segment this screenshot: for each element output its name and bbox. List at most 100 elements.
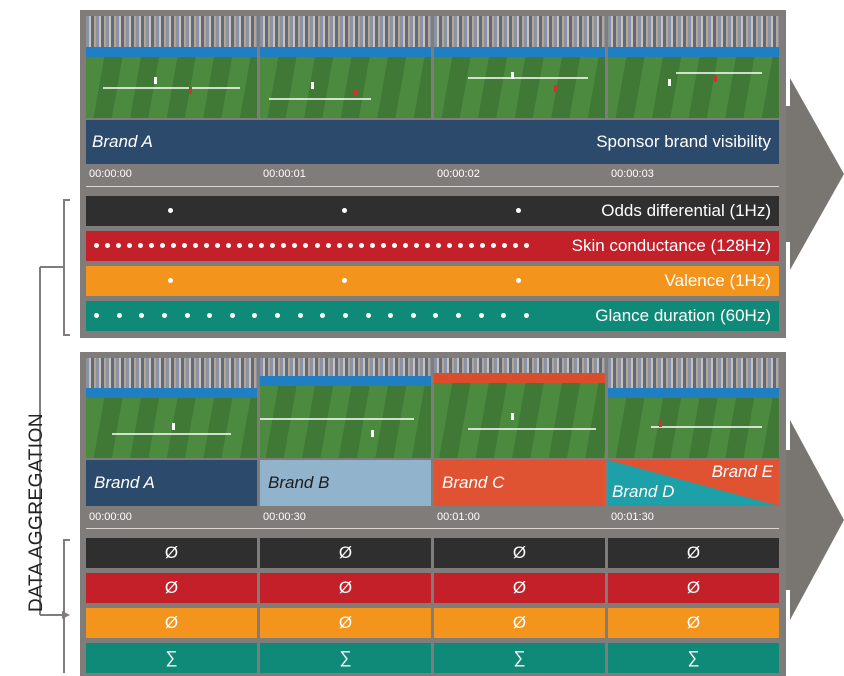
bottom-timestamp: 00:01:30 bbox=[611, 511, 654, 523]
sample-dot bbox=[402, 243, 408, 248]
sample-dot bbox=[160, 243, 166, 248]
bottom-timestamp: 00:00:00 bbox=[89, 511, 132, 523]
sample-dot bbox=[365, 313, 371, 318]
top-panel: Brand A Sponsor brand visibility 00:00:0… bbox=[80, 10, 786, 338]
bottom-timestamp: 00:01:00 bbox=[437, 511, 480, 523]
sample-dot bbox=[193, 243, 199, 248]
sample-dot bbox=[457, 243, 463, 248]
glance-duration-label: Glance duration (60Hz) bbox=[595, 306, 771, 325]
top-timeline-axis bbox=[86, 180, 779, 187]
sample-dot bbox=[237, 243, 243, 248]
video-frame-7 bbox=[434, 358, 605, 458]
sample-dot bbox=[358, 243, 364, 248]
sample-dot bbox=[501, 243, 507, 248]
sample-dot bbox=[207, 313, 213, 318]
aggregate-cell: Ø bbox=[86, 538, 257, 568]
sample-dot bbox=[184, 313, 190, 318]
valence-label: Valence (1Hz) bbox=[664, 271, 771, 290]
aggregate-cell: Ø bbox=[260, 573, 431, 603]
sample-dot bbox=[161, 313, 167, 318]
sample-dot bbox=[314, 243, 320, 248]
bottom-timeline-axis bbox=[86, 522, 779, 529]
sample-dot bbox=[297, 313, 303, 318]
sample-dot bbox=[94, 313, 99, 318]
top-timestamp: 00:00:02 bbox=[437, 168, 480, 180]
sample-dot bbox=[248, 243, 254, 248]
sample-dot bbox=[524, 243, 529, 248]
valence-bar: Valence (1Hz) bbox=[86, 266, 779, 296]
sample-dot bbox=[94, 243, 99, 248]
brand-b-label: Brand B bbox=[268, 473, 330, 492]
sample-dot bbox=[516, 278, 521, 283]
sample-dot bbox=[215, 243, 221, 248]
sample-dot bbox=[275, 313, 281, 318]
sample-dot bbox=[320, 313, 326, 318]
sample-dot bbox=[229, 313, 235, 318]
sample-dot bbox=[479, 243, 485, 248]
side-label: DATA AGGREGATION bbox=[26, 412, 47, 612]
top-brand-label: Brand A bbox=[92, 132, 153, 151]
sample-dot bbox=[204, 243, 210, 248]
sample-dot bbox=[105, 243, 111, 248]
aggregate-cell: Ø bbox=[434, 573, 605, 603]
valence-dots bbox=[86, 266, 779, 296]
skin-dots bbox=[86, 231, 779, 261]
glance-duration-bar: Glance duration (60Hz) bbox=[86, 301, 779, 331]
odds-differential-label: Odds differential (1Hz) bbox=[601, 201, 771, 220]
sample-dot bbox=[168, 208, 173, 213]
sample-dot bbox=[424, 243, 430, 248]
sample-dot bbox=[182, 243, 188, 248]
aggregate-cell: Ø bbox=[608, 608, 779, 638]
sample-dot bbox=[342, 313, 348, 318]
aggregate-cell: Ø bbox=[86, 573, 257, 603]
aggregate-cell: Ø bbox=[434, 538, 605, 568]
skin-conductance-label: Skin conductance (128Hz) bbox=[571, 236, 771, 255]
sample-dot bbox=[446, 243, 452, 248]
brand-a-segment: Brand A bbox=[86, 460, 257, 506]
sample-dot bbox=[138, 243, 144, 248]
sample-dot bbox=[380, 243, 386, 248]
sample-dot bbox=[270, 243, 276, 248]
glance-dots bbox=[86, 301, 779, 331]
video-frame-3 bbox=[434, 16, 605, 118]
sample-dot bbox=[413, 243, 419, 248]
brand-d-label: Brand D bbox=[612, 482, 675, 501]
bottom-panel: Brand A Brand B Brand C Brand D Brand E … bbox=[80, 352, 786, 676]
sample-dot bbox=[139, 313, 145, 318]
video-frame-1 bbox=[86, 16, 257, 118]
sample-dot bbox=[456, 313, 462, 318]
sample-dot bbox=[391, 243, 397, 248]
sample-dot bbox=[524, 313, 529, 318]
sample-dot bbox=[127, 243, 133, 248]
sample-dot bbox=[512, 243, 518, 248]
sample-dot bbox=[259, 243, 265, 248]
aggregation-bracket bbox=[39, 199, 70, 673]
sample-dot bbox=[116, 313, 122, 318]
sample-dot bbox=[435, 243, 441, 248]
aggregate-cell: ∑ bbox=[86, 643, 257, 673]
sample-dot bbox=[468, 243, 474, 248]
sample-dot bbox=[342, 208, 347, 213]
sample-dot bbox=[347, 243, 353, 248]
video-frame-5 bbox=[86, 358, 257, 458]
video-frame-2 bbox=[260, 16, 431, 118]
sample-dot bbox=[369, 243, 375, 248]
bottom-timestamp: 00:00:30 bbox=[263, 511, 306, 523]
sample-dot bbox=[303, 243, 309, 248]
aggregate-cell: Ø bbox=[86, 608, 257, 638]
sample-dot bbox=[252, 313, 258, 318]
aggregate-cell: Ø bbox=[260, 538, 431, 568]
brand-de-split bbox=[608, 460, 779, 506]
aggregate-cell: Ø bbox=[608, 573, 779, 603]
aggregate-cell: Ø bbox=[434, 608, 605, 638]
brand-de-segment: Brand D Brand E bbox=[608, 460, 779, 506]
sample-dot bbox=[342, 278, 347, 283]
odds-dots bbox=[86, 196, 779, 226]
sample-dot bbox=[281, 243, 287, 248]
aggregate-cell: ∑ bbox=[608, 643, 779, 673]
aggregate-cell: Ø bbox=[260, 608, 431, 638]
brand-c-label: Brand C bbox=[442, 473, 505, 492]
sample-dot bbox=[116, 243, 122, 248]
top-timestamp: 00:00:03 bbox=[611, 168, 654, 180]
video-frame-4 bbox=[608, 16, 779, 118]
